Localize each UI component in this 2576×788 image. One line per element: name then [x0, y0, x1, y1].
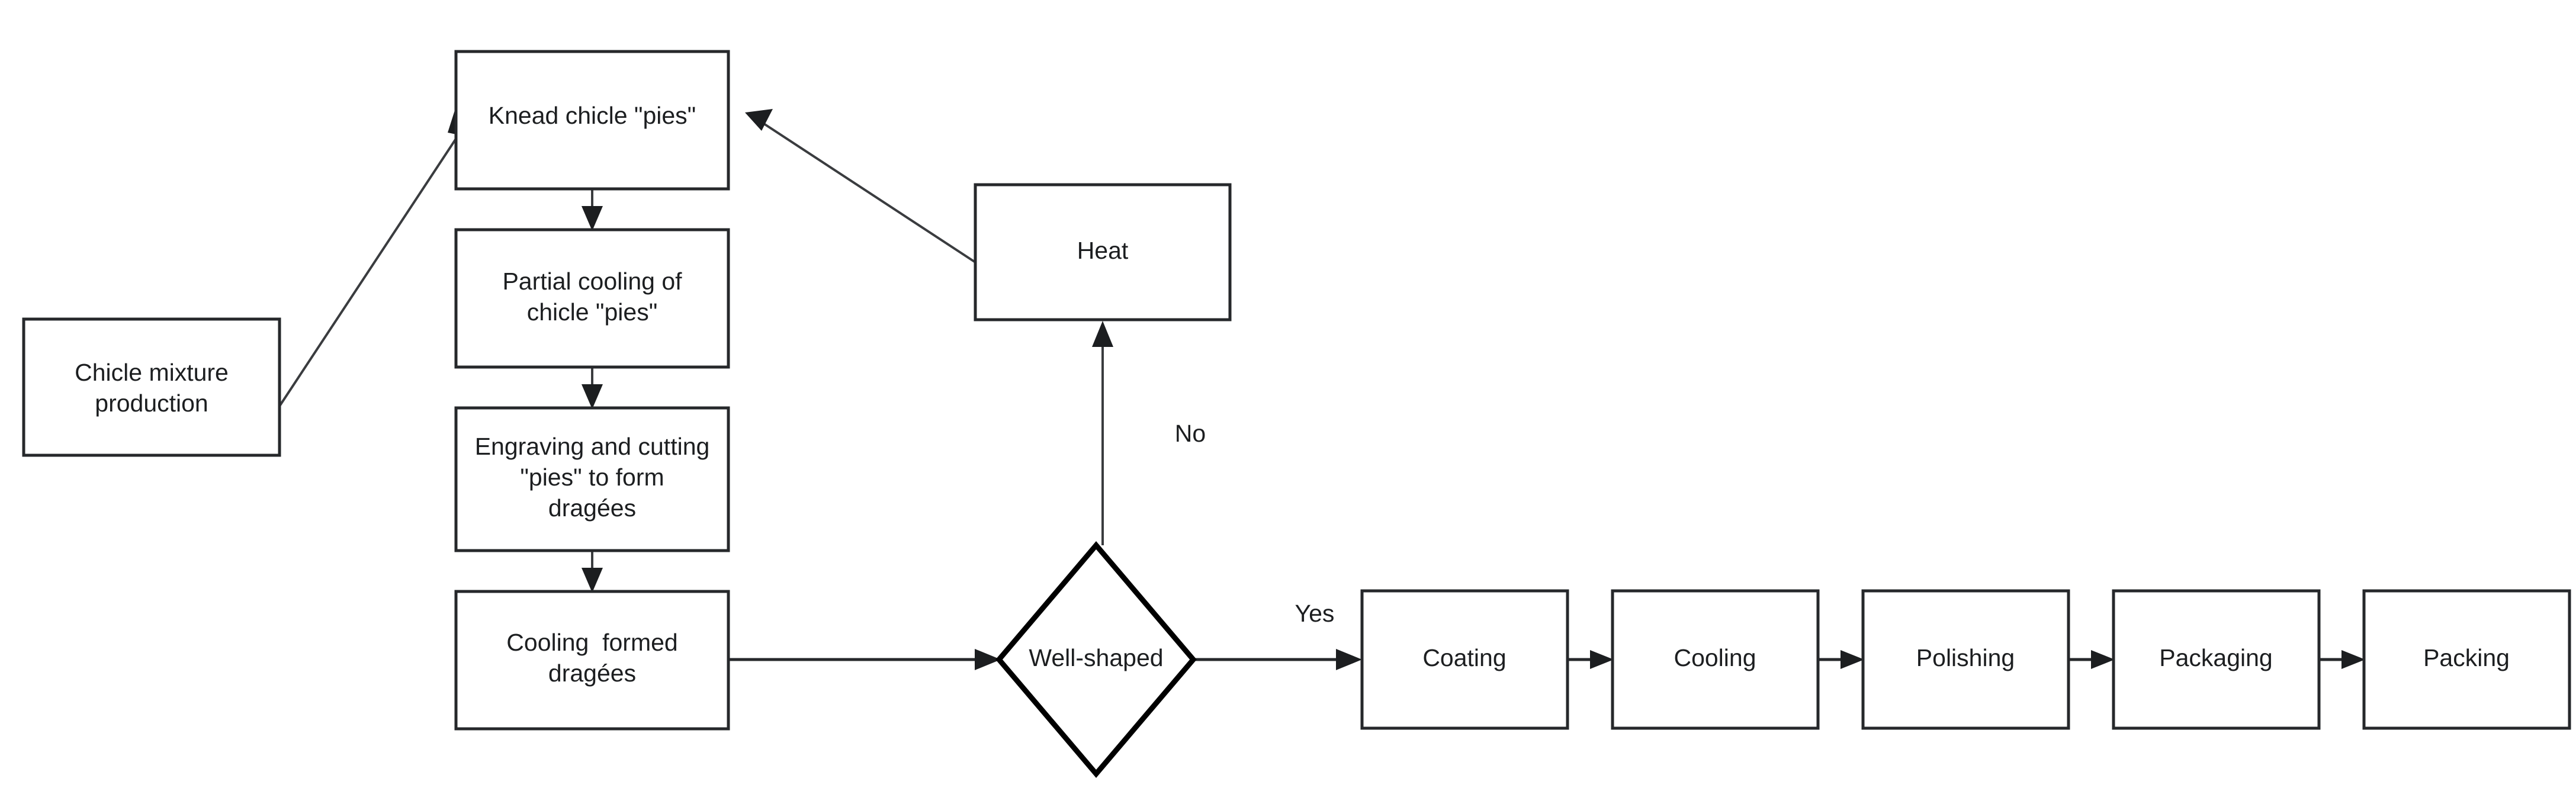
- node-chicle-mixture-production[interactable]: Chicle mixture production: [22, 317, 281, 457]
- node-label-partial-cooling-line2: chicle "pies": [527, 298, 658, 326]
- edge-label-yes: Yes: [1295, 600, 1335, 627]
- node-label-partial-cooling-line1: Partial cooling of: [502, 268, 682, 295]
- node-label-coating: Coating: [1422, 644, 1506, 671]
- edge-packaging-to-packing: [2319, 650, 2365, 669]
- node-label-chicle-mixture-production-line1: Chicle mixture: [75, 359, 229, 386]
- node-label-engraving-cutting-line3: dragées: [548, 494, 636, 522]
- node-packaging[interactable]: Packaging: [2112, 589, 2321, 730]
- node-label-engraving-cutting-line1: Engraving and cutting: [475, 433, 710, 460]
- edge-cooling-formed-to-well-shaped: [728, 649, 1001, 670]
- node-label-cooling: Cooling: [1674, 644, 1756, 671]
- node-label-well-shaped: Well-shaped: [1029, 644, 1163, 671]
- node-cooling[interactable]: Cooling: [1611, 589, 1820, 730]
- node-packing[interactable]: Packing: [2362, 589, 2571, 730]
- node-label-packaging: Packaging: [2159, 644, 2272, 671]
- node-label-cooling-formed-dragees-line2: dragées: [548, 660, 636, 687]
- node-label-packing: Packing: [2423, 644, 2510, 671]
- edge-knead-to-partial: [582, 189, 603, 231]
- edge-well-shaped-to-heat: [1092, 321, 1113, 545]
- edge-heat-to-knead: [745, 109, 977, 263]
- edge-chicle-to-knead: [278, 107, 474, 407]
- node-coating[interactable]: Coating: [1360, 589, 1569, 730]
- node-label-cooling-formed-dragees-line1: Cooling formed: [506, 629, 677, 656]
- node-engraving-cutting[interactable]: Engraving and cutting "pies" to form dra…: [454, 406, 730, 552]
- node-polishing[interactable]: Polishing: [1861, 589, 2070, 730]
- node-label-polishing: Polishing: [1916, 644, 2015, 671]
- node-label-chicle-mixture-production-line2: production: [95, 390, 208, 417]
- node-label-knead-chicle-pies: Knead chicle "pies": [489, 102, 696, 129]
- edge-coating-to-cooling: [1568, 650, 1614, 669]
- node-label-heat: Heat: [1077, 237, 1129, 264]
- edge-partial-to-engraving: [582, 367, 603, 409]
- edge-label-no: No: [1175, 420, 1206, 447]
- node-label-engraving-cutting-line2: "pies" to form: [520, 464, 664, 491]
- edge-well-shaped-to-coating: [1193, 649, 1362, 670]
- node-heat[interactable]: Heat: [974, 183, 1232, 321]
- node-partial-cooling[interactable]: Partial cooling of chicle "pies": [454, 228, 730, 369]
- edge-polishing-to-packaging: [2068, 650, 2115, 669]
- edge-engraving-to-cooling-formed: [582, 551, 603, 593]
- node-cooling-formed-dragees[interactable]: Cooling formed dragées: [454, 590, 730, 731]
- node-well-shaped[interactable]: Well-shaped: [995, 541, 1197, 778]
- node-knead-chicle-pies[interactable]: Knead chicle "pies": [454, 50, 730, 191]
- edge-cooling-to-polishing: [1818, 650, 1864, 669]
